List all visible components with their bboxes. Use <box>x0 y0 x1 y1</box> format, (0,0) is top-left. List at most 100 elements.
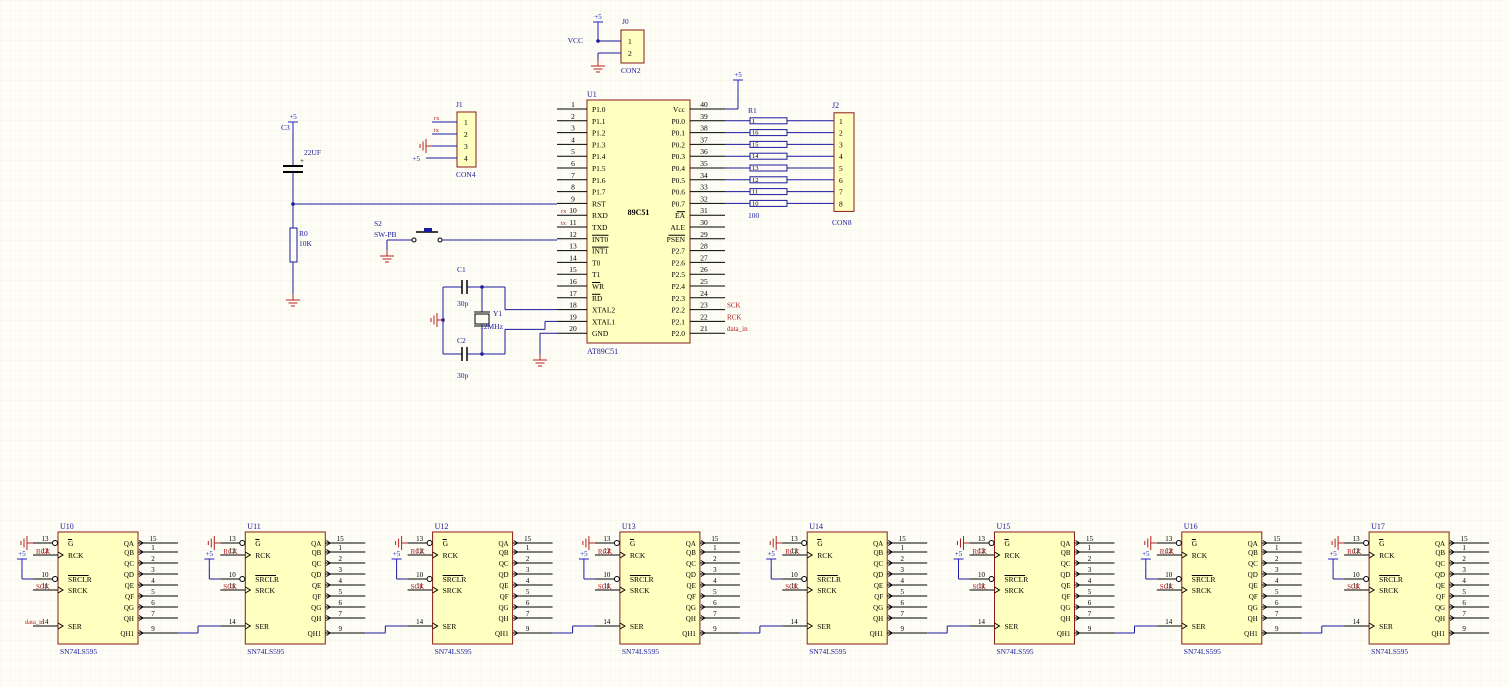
sr-pin-5[interactable]: 5QF <box>1249 588 1302 601</box>
sr-pin-4[interactable]: 4QE <box>1061 577 1115 590</box>
sr-pin-2[interactable]: 2QC <box>499 555 553 568</box>
sr-pin-7[interactable]: 7QH <box>1248 610 1302 623</box>
sr-pin-3[interactable]: 3QD <box>873 566 928 579</box>
sr-pin-6[interactable]: 6QG <box>1248 599 1302 612</box>
sr-pin-1[interactable]: 1QB <box>1248 544 1302 557</box>
sr-pin-2[interactable]: 2QC <box>686 555 740 568</box>
sr-pin-5[interactable]: 5QF <box>1436 588 1490 601</box>
mcu-pin-5[interactable]: 5P1.4 <box>557 147 606 161</box>
sr-body[interactable] <box>994 531 1075 645</box>
sr-pin-7[interactable]: 7QH <box>1060 610 1115 623</box>
sr-pin-6[interactable]: 6QG <box>873 599 928 612</box>
sr-pin-5[interactable]: 5QF <box>125 588 178 601</box>
sr-pin-7[interactable]: 7QH <box>1435 610 1490 623</box>
mcu-pin-4[interactable]: 4P1.3 <box>557 135 606 149</box>
sr-pin-1[interactable]: 1QB <box>686 544 740 557</box>
sr-pin-5[interactable]: 5QF <box>312 588 366 601</box>
sr-pin-5[interactable]: 5QF <box>1062 588 1115 601</box>
sr-pin-3[interactable]: 3QD <box>686 566 740 579</box>
sr-pin-1[interactable]: 1QB <box>124 544 178 557</box>
sr-pin-1[interactable]: 1QB <box>499 544 553 557</box>
sr-pin-5[interactable]: 5QF <box>500 588 553 601</box>
sr-pin-4[interactable]: 4QE <box>312 577 366 590</box>
mcu-body[interactable] <box>586 99 691 344</box>
mcu-pin-7[interactable]: 7P1.6 <box>557 171 606 185</box>
sr-pin-6[interactable]: 6QG <box>124 599 178 612</box>
sr-body[interactable] <box>432 531 514 645</box>
sr-body[interactable] <box>619 531 701 645</box>
sr-pin-6[interactable]: 6QG <box>498 599 553 612</box>
sr-pin-7[interactable]: 7QH <box>311 610 366 623</box>
sr-pin-6[interactable]: 6QG <box>1060 599 1115 612</box>
sr-pin-7[interactable]: 7QH <box>498 610 553 623</box>
sr-body[interactable] <box>1181 531 1263 645</box>
mcu-at89c51[interactable]: U1AT89C5189C511P1.02P1.13P1.24P1.35P1.46… <box>533 71 748 367</box>
sr-pin-1[interactable]: 1QB <box>1061 544 1115 557</box>
sr-body[interactable] <box>1368 531 1450 645</box>
sr-pin-2[interactable]: 2QC <box>312 555 366 568</box>
sr-pin-7[interactable]: 7QH <box>873 610 928 623</box>
sr-pin-7[interactable]: 7QH <box>686 610 740 623</box>
mcu-pin-2[interactable]: 2P1.1 <box>557 112 606 126</box>
sr-pin-6[interactable]: 6QG <box>311 599 366 612</box>
